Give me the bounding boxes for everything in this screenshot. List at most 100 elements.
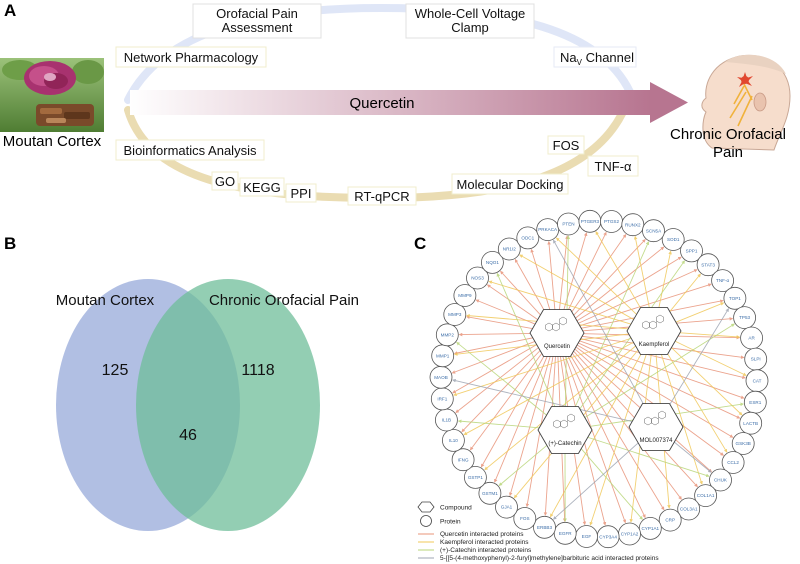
compound-label: Quercetin [544, 344, 570, 350]
protein-node: IRF1 [430, 387, 454, 411]
molecular-docking-box [451, 173, 569, 195]
protein-circle [694, 484, 717, 508]
legend-compound-icon [417, 501, 435, 513]
go-box [211, 171, 239, 191]
quercetin-arrow-shaft [130, 90, 650, 115]
protein-label: TNF-α [716, 278, 729, 283]
protein-label: PRKACA [538, 227, 558, 232]
protein-circle [721, 451, 745, 474]
molecular-docking-label: Molecular Docking [457, 177, 564, 192]
edge-2-37 [496, 272, 557, 410]
edge-0-37 [500, 270, 542, 317]
edge-3-4 [667, 308, 729, 408]
compound-label: (+)-Catechin [548, 441, 581, 447]
protein-node: MMP1 [431, 344, 455, 368]
protein-label: CYP3A4 [599, 534, 617, 539]
protein-label: CYP1A1 [641, 526, 659, 531]
edge-2-45 [573, 241, 650, 410]
protein-label: RUNX2 [625, 222, 641, 227]
protein-circle [553, 521, 577, 545]
protein-node: COL1A1 [694, 484, 717, 508]
protein-label: MMP3 [448, 312, 462, 317]
protein-label: COL3A1 [680, 507, 698, 512]
protein-label: PTEN [562, 222, 574, 227]
protein-label: EGF [582, 534, 592, 539]
protein-circle [495, 495, 518, 519]
panel-c: C SOD1SPP1STAT3TNF-αTOP1TP53ARSLPICATESR… [414, 209, 769, 562]
protein-label: SOD1 [667, 237, 680, 242]
head-pain-icon [701, 54, 791, 151]
protein-node: CYP1A1 [638, 517, 662, 540]
protein-node: LACTB [739, 411, 763, 435]
edge-2-13 [586, 436, 710, 478]
edge-2-17 [579, 447, 643, 520]
compound-hexagon [529, 309, 585, 357]
protein-circle [658, 508, 682, 532]
protein-node: RUNX2 [621, 213, 645, 237]
edge-0-41 [558, 235, 569, 311]
protein-label: MMP2 [441, 332, 455, 337]
protein-node: MAOB [429, 365, 453, 389]
protein-label: NR1I2 [503, 247, 516, 252]
fos-label: FOS [553, 138, 580, 153]
protein-circle [497, 237, 521, 261]
edge-1-42 [595, 231, 643, 312]
protein-node: PRKACA [536, 218, 560, 242]
chronic-orofacial-pain-label-2: Pain [713, 144, 743, 161]
panel-b: B Moutan Cortex Chronic Orofacial Pain 1… [4, 234, 359, 531]
protein-node: IL1B [434, 408, 458, 432]
venn-pain-ellipse [136, 279, 320, 531]
protein-label: GSK3B [736, 441, 751, 446]
edge-0-33 [458, 332, 535, 337]
protein-node: SOD1 [661, 228, 685, 251]
edge-0-18 [564, 354, 627, 524]
protein-label: IRF1 [437, 397, 447, 402]
orofacial-pain-assessment-line2: Assessment [222, 20, 293, 35]
protein-circle [466, 266, 489, 290]
edge-0-1 [576, 256, 682, 322]
edge-1-36 [488, 280, 633, 325]
protein-circle [733, 306, 756, 330]
protein-label: IFNG [458, 457, 469, 462]
edge-1-22 [550, 350, 644, 518]
molecule-structure-icon [553, 413, 575, 429]
protein-label: CYP1A2 [621, 532, 639, 537]
edge-0-12 [575, 346, 724, 456]
edge-1-12 [665, 350, 728, 453]
edge-0-44 [569, 234, 627, 315]
legend-kaempferol-label: Kaempferol interacted proteins [440, 539, 529, 546]
bioinformatics-label: Bioinformatics Analysis [124, 143, 257, 158]
edge-0-36 [486, 284, 539, 321]
protein-node: COL3A1 [677, 497, 701, 521]
protein-label: GSTM1 [482, 491, 498, 496]
edge-0-17 [566, 353, 646, 519]
edge-1-38 [519, 254, 635, 321]
protein-label: MMP9 [458, 293, 472, 298]
legend-compound-label: Compound [440, 505, 472, 512]
edge-2-33 [456, 341, 548, 416]
protein-node: FOS [513, 507, 537, 530]
edge-3-13 [673, 441, 712, 473]
edge-1-8 [674, 340, 747, 376]
edge-3-22 [552, 441, 640, 520]
protein-node: MMP2 [435, 323, 459, 347]
protein-node: CYP1A2 [618, 522, 641, 546]
compound-node: Kaempferol [626, 307, 682, 355]
compound-nodes: Quercetin Kaempferol (+)-Catechin MOL007374 [529, 307, 684, 454]
edge-0-10 [577, 342, 741, 419]
panel-a: A Quercetin Moutan Cortex [0, 1, 791, 206]
protein-node: GSK3B [731, 432, 755, 455]
protein-label: FOS [520, 516, 529, 521]
protein-nodes: SOD1SPP1STAT3TNF-αTOP1TP53ARSLPICATESR1L… [429, 209, 769, 549]
ppi-box [285, 183, 317, 203]
compound-node: (+)-Catechin [537, 406, 593, 454]
venn-left-count: 125 [102, 362, 129, 379]
protein-label: CRP [665, 518, 675, 523]
whole-cell-voltage-clamp-line1: Whole-Cell Voltage [415, 6, 526, 21]
compound-node: MOL007374 [628, 403, 684, 451]
legend-catechin-label: (+)-Catechin interacted proteins [440, 547, 532, 554]
protein-node: MMP9 [453, 284, 477, 307]
protein-label: TP53 [739, 315, 750, 320]
fos-box [547, 135, 585, 155]
